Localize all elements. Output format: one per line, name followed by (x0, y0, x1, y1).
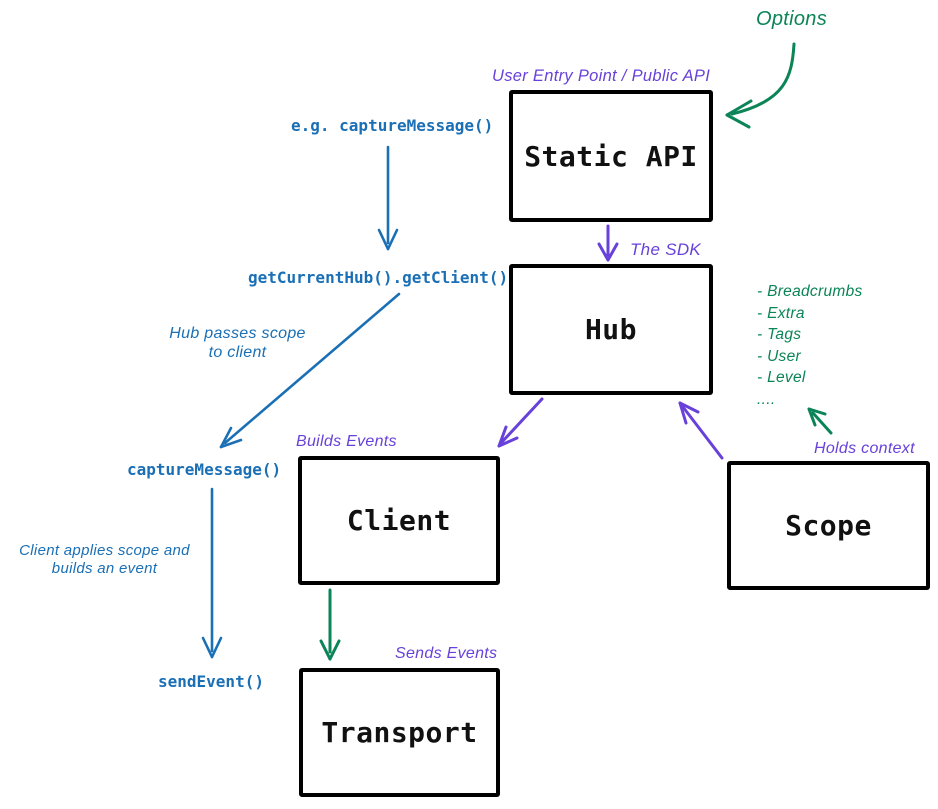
scope-context-item: - User (757, 347, 801, 365)
scope-context-item: - Tags (757, 326, 802, 343)
client-applies-scope-label: Client applies scope and builds an event (19, 542, 190, 577)
static-api-to-hub-arrow (597, 224, 619, 262)
scope-context-list: - Breadcrumbs - Extra - Tags - User - Le… (757, 281, 863, 410)
the-sdk-caption: The SDK (630, 240, 702, 259)
sends-events-caption: Sends Events (395, 645, 498, 662)
client-box-label: Client (346, 504, 452, 537)
scope-box-label: Scope (785, 509, 872, 542)
scope-context-item: - Extra (757, 304, 805, 322)
client-box: Client (298, 456, 500, 585)
getcurrenthub-to-capturemessage-arrow (219, 292, 401, 449)
eg-capture-message-label: e.g. captureMessage() (291, 116, 494, 135)
eg-capture-to-getcurrenthub-arrow (377, 145, 399, 251)
hub-box: Hub (509, 264, 713, 395)
hub-box-label: Hub (584, 313, 638, 346)
holds-context-caption: Holds context (814, 440, 915, 457)
static-api-box-label: Static API (524, 139, 698, 173)
get-current-hub-label: getCurrentHub().getClient() (248, 268, 509, 287)
scope-box: Scope (727, 461, 930, 590)
static-api-box: Static API (509, 90, 713, 222)
scope-context-item: - Level (757, 369, 806, 386)
scope-context-item: .... (757, 390, 776, 408)
scope-to-hub-arrow (678, 401, 724, 460)
options-to-static-api-arrow (725, 42, 796, 129)
hub-passes-scope-label: Hub passes scope to client (169, 325, 306, 361)
send-event-label: sendEvent() (158, 672, 264, 691)
holds-context-to-list-arrow (807, 407, 833, 435)
scope-context-item: - Breadcrumbs (757, 283, 863, 300)
transport-box-label: Transport (321, 716, 478, 749)
options-label: Options (756, 8, 828, 30)
capture-message-label: captureMessage() (127, 460, 282, 479)
hub-to-client-arrow (497, 397, 544, 448)
transport-box: Transport (299, 668, 500, 797)
builds-events-caption: Builds Events (296, 433, 397, 450)
user-entry-point-caption: User Entry Point / Public API (492, 67, 711, 85)
client-to-transport-arrow (319, 588, 341, 661)
